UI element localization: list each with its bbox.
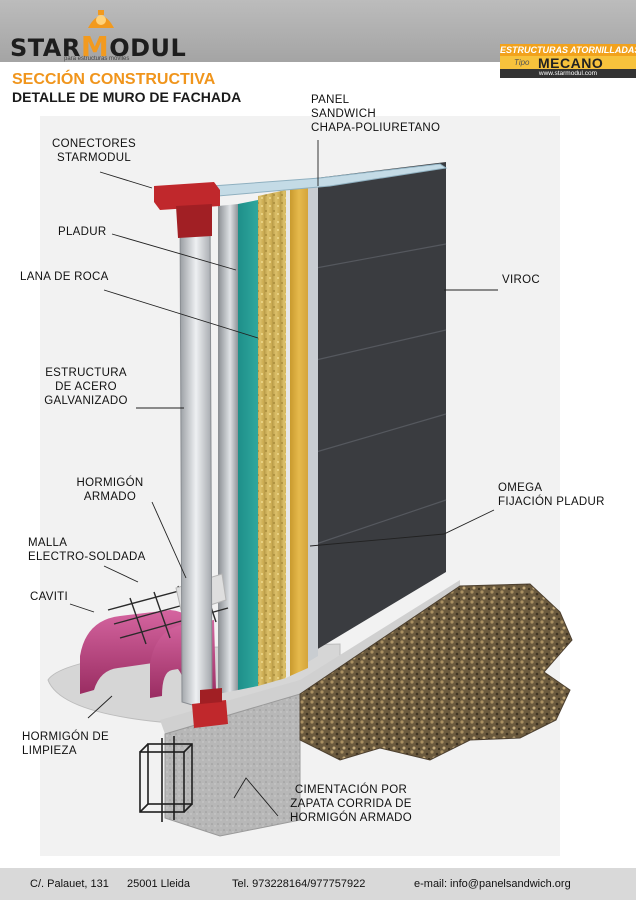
badge-brand-row: Tipo MECANO: [500, 55, 636, 71]
wall-section-illustration: [40, 116, 573, 856]
label-lana-roca: LANA DE ROCA: [20, 271, 109, 283]
badge-url[interactable]: www.starmodul.com: [500, 69, 636, 78]
leader-lines: [69, 140, 498, 817]
sandwich-panel-skin: [286, 182, 290, 678]
footer-email-link[interactable]: e-mail: info@panelsandwich.org: [414, 878, 571, 890]
gravel-ground: [299, 583, 573, 761]
header-bar: STARMODUL para estructuras móviles: [0, 0, 636, 63]
connector-bottom: [192, 688, 228, 728]
plasterboard-layer: [238, 200, 258, 690]
connector-top: [154, 182, 220, 238]
label-malla: MALLA ELECTRO-SOLDADA: [28, 537, 146, 563]
sandwich-panel: [290, 180, 308, 676]
footer-bar: C/. Palauet, 131 25001 Lleida Tel. 97322…: [0, 868, 636, 900]
rock-wool-layer: [258, 190, 286, 686]
steel-front-column: [179, 203, 213, 707]
mecano-badge: ESTRUCTURAS ATORNILLADAS Tipo MECANO www…: [500, 44, 636, 78]
viroc-panel-joints: [315, 243, 447, 545]
label-hormigon-limpieza: HORMIGÓN DE LIMPIEZA: [22, 731, 109, 757]
footer-address: C/. Palauet, 131: [30, 878, 109, 890]
badge-title: ESTRUCTURAS ATORNILLADAS: [500, 44, 636, 56]
label-pladur: PLADUR: [58, 226, 107, 238]
gear-emblem-icon: [88, 10, 114, 28]
label-estructura: ESTRUCTURA DE ACERO GALVANIZADO: [44, 367, 128, 407]
label-cimentacion: CIMENTACIÓN POR ZAPATA CORRIDA DE HORMIG…: [289, 784, 413, 824]
starmodul-logo[interactable]: STARMODUL para estructuras móviles: [8, 8, 188, 63]
badge-brand: MECANO: [538, 55, 604, 71]
footer-phone: Tel. 973228164/977757922: [232, 878, 366, 890]
steel-inner-column: [218, 204, 238, 694]
logo-tagline: para estructuras móviles: [64, 56, 130, 62]
footing-rebar-cage: [139, 736, 193, 822]
label-conectores: CONECTORES STARMODUL: [52, 138, 136, 164]
badge-tipo: Tipo: [514, 58, 530, 67]
page-title: SECCIÓN CONSTRUCTIVA: [12, 71, 216, 88]
label-hormigon-armado: HORMIGÓN ARMADO: [76, 477, 144, 503]
strip-footing-top: [160, 580, 460, 734]
label-omega: OMEGA FIJACIÓN PLADUR: [498, 482, 605, 508]
omega-profile: [308, 182, 318, 662]
logo-wordmark: STARMODUL: [10, 30, 187, 63]
viroc-panel: [316, 162, 446, 650]
label-panel-sandwich: PANEL SANDWICH CHAPA-POLIURETANO: [311, 94, 441, 134]
footer-city: 25001 Lleida: [127, 878, 191, 890]
page-subtitle: DETALLE DE MURO DE FACHADA: [12, 89, 242, 105]
label-caviti: CAVITI: [30, 591, 69, 603]
label-viroc: VIROC: [502, 274, 540, 286]
